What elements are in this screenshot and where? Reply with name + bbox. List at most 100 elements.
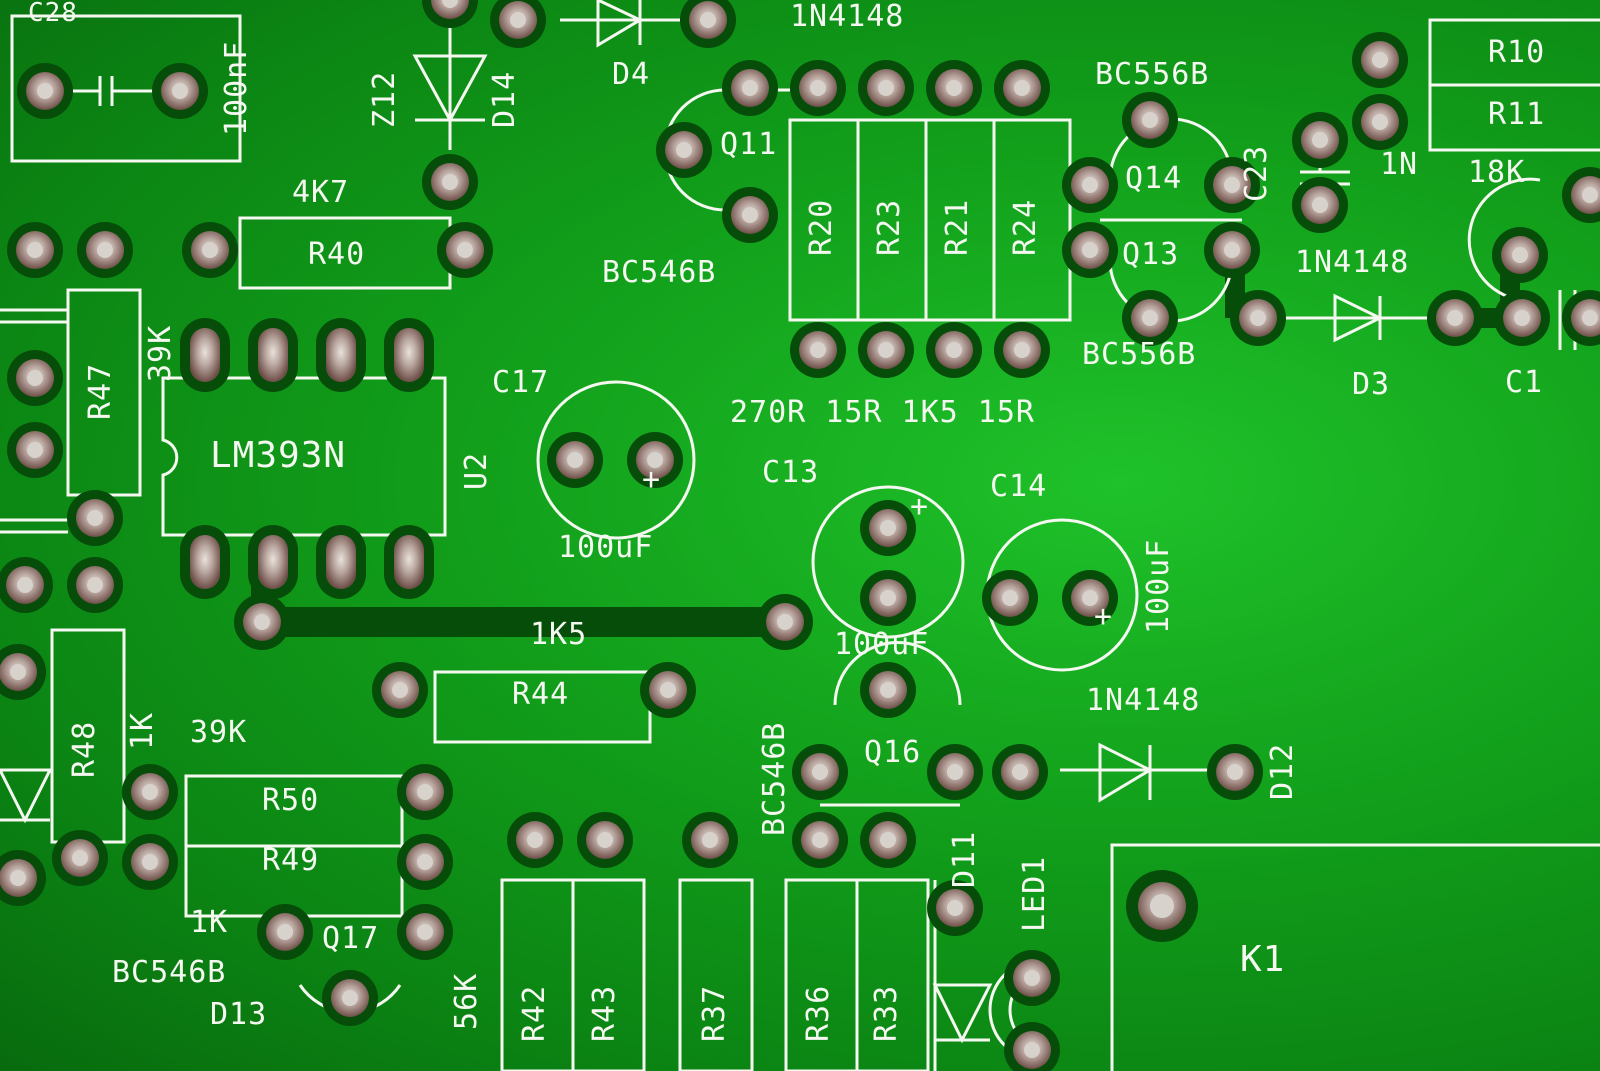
drill-hole [878, 80, 894, 96]
drill-hole [202, 242, 218, 258]
drill-hole [1372, 114, 1388, 130]
drill-hole [1082, 590, 1098, 606]
q11-label: Q11 [720, 127, 778, 162]
r49-value: 1K [190, 905, 229, 940]
drill-hole [742, 207, 758, 223]
drill-hole [946, 80, 962, 96]
d14-label: D14 [487, 70, 522, 128]
drill-hole [10, 870, 26, 886]
r50-label: R50 [262, 783, 320, 818]
q17-label: Q17 [322, 921, 380, 956]
d4-label: D4 [612, 57, 651, 92]
q14-label: Q14 [1125, 161, 1183, 196]
drill-hole [17, 577, 33, 593]
c28-label: C28 [28, 0, 78, 28]
drill-hole [10, 664, 26, 680]
drill-hole [880, 590, 896, 606]
k1-label: K1 [1240, 939, 1286, 980]
drill-hole [27, 442, 43, 458]
r49-label: R49 [262, 843, 320, 878]
drill-hole [702, 832, 718, 848]
drill-hole [1024, 970, 1040, 986]
drill-hole [97, 242, 113, 258]
q17-value-56k: 56K [449, 972, 484, 1030]
drill-hole [1224, 177, 1240, 193]
q13-label: Q13 [1122, 237, 1180, 272]
c23-value: 1N [1380, 147, 1419, 182]
drill-hole [254, 614, 270, 630]
drill-hole [27, 242, 43, 258]
drill-hole [1014, 80, 1030, 96]
drill-hole [1250, 310, 1266, 326]
q14-part: BC556B [1095, 57, 1210, 92]
drill-hole [567, 452, 583, 468]
c17-plus: + [642, 462, 662, 497]
drill-hole [1142, 112, 1158, 128]
d12-value: 1N4148 [1086, 683, 1201, 718]
drill-hole [947, 764, 963, 780]
drill-hole [510, 12, 526, 28]
r47-label: R47 [83, 362, 118, 420]
r42-label: R42 [517, 984, 552, 1042]
drill-hole [417, 784, 433, 800]
r50-value: 39K [190, 715, 248, 750]
drill-hole [812, 764, 828, 780]
q11-part: BC546B [602, 255, 717, 290]
drill-hole [1582, 310, 1598, 326]
drill-hole [442, 174, 458, 190]
r40-label: R40 [308, 237, 366, 272]
drill-hole [810, 342, 826, 358]
drill-hole [1150, 894, 1174, 918]
drill-hole [527, 832, 543, 848]
drill-hole [1447, 310, 1463, 326]
led1-label: LED1 [1017, 855, 1052, 932]
drill-hole [812, 832, 828, 848]
drill-hole [1224, 242, 1240, 258]
ic-u2-pads [180, 318, 434, 599]
drill-hole [72, 850, 88, 866]
u2-part: LM393N [210, 435, 347, 476]
drill-hole [1372, 52, 1388, 68]
drill-hole [777, 614, 793, 630]
drill-hole [1512, 247, 1528, 263]
c13-plus: + [910, 489, 930, 524]
r47-value: 39K [143, 324, 178, 382]
drill-hole [660, 682, 676, 698]
r10-label: R10 [1488, 35, 1546, 70]
drill-hole [1082, 177, 1098, 193]
drill-hole [417, 924, 433, 940]
drill-hole [1312, 197, 1328, 213]
c28-value: 100nF [219, 40, 254, 136]
d3-label: D3 [1352, 367, 1391, 402]
d13-label: D13 [210, 997, 268, 1032]
drill-hole [810, 80, 826, 96]
d12-label: D12 [1265, 742, 1300, 800]
r37-label: R37 [697, 984, 732, 1042]
c14-label: C14 [990, 469, 1048, 504]
drill-hole [142, 784, 158, 800]
drill-hole [742, 80, 758, 96]
c23-label: C23 [1239, 144, 1274, 202]
drill-hole [87, 510, 103, 526]
r43-label: R43 [587, 984, 622, 1042]
drill-hole [700, 12, 716, 28]
c1-label: C1 [1505, 365, 1544, 400]
c13-value: 100uF [834, 627, 930, 662]
r23-label: R23 [872, 198, 907, 256]
d4-value: 1N4148 [790, 0, 905, 34]
drill-hole [277, 924, 293, 940]
drill-hole [1014, 342, 1030, 358]
c14-value: 100uF [1141, 538, 1176, 634]
drill-hole [1142, 310, 1158, 326]
r21-label: R21 [940, 198, 975, 256]
drill-hole [417, 854, 433, 870]
drill-hole [142, 854, 158, 870]
q16-label: Q16 [864, 735, 922, 770]
q13-part: BC556B [1082, 337, 1197, 372]
drill-hole [878, 342, 894, 358]
drill-hole [947, 900, 963, 916]
through-hole-pad [431, 0, 469, 19]
drill-hole [37, 83, 53, 99]
